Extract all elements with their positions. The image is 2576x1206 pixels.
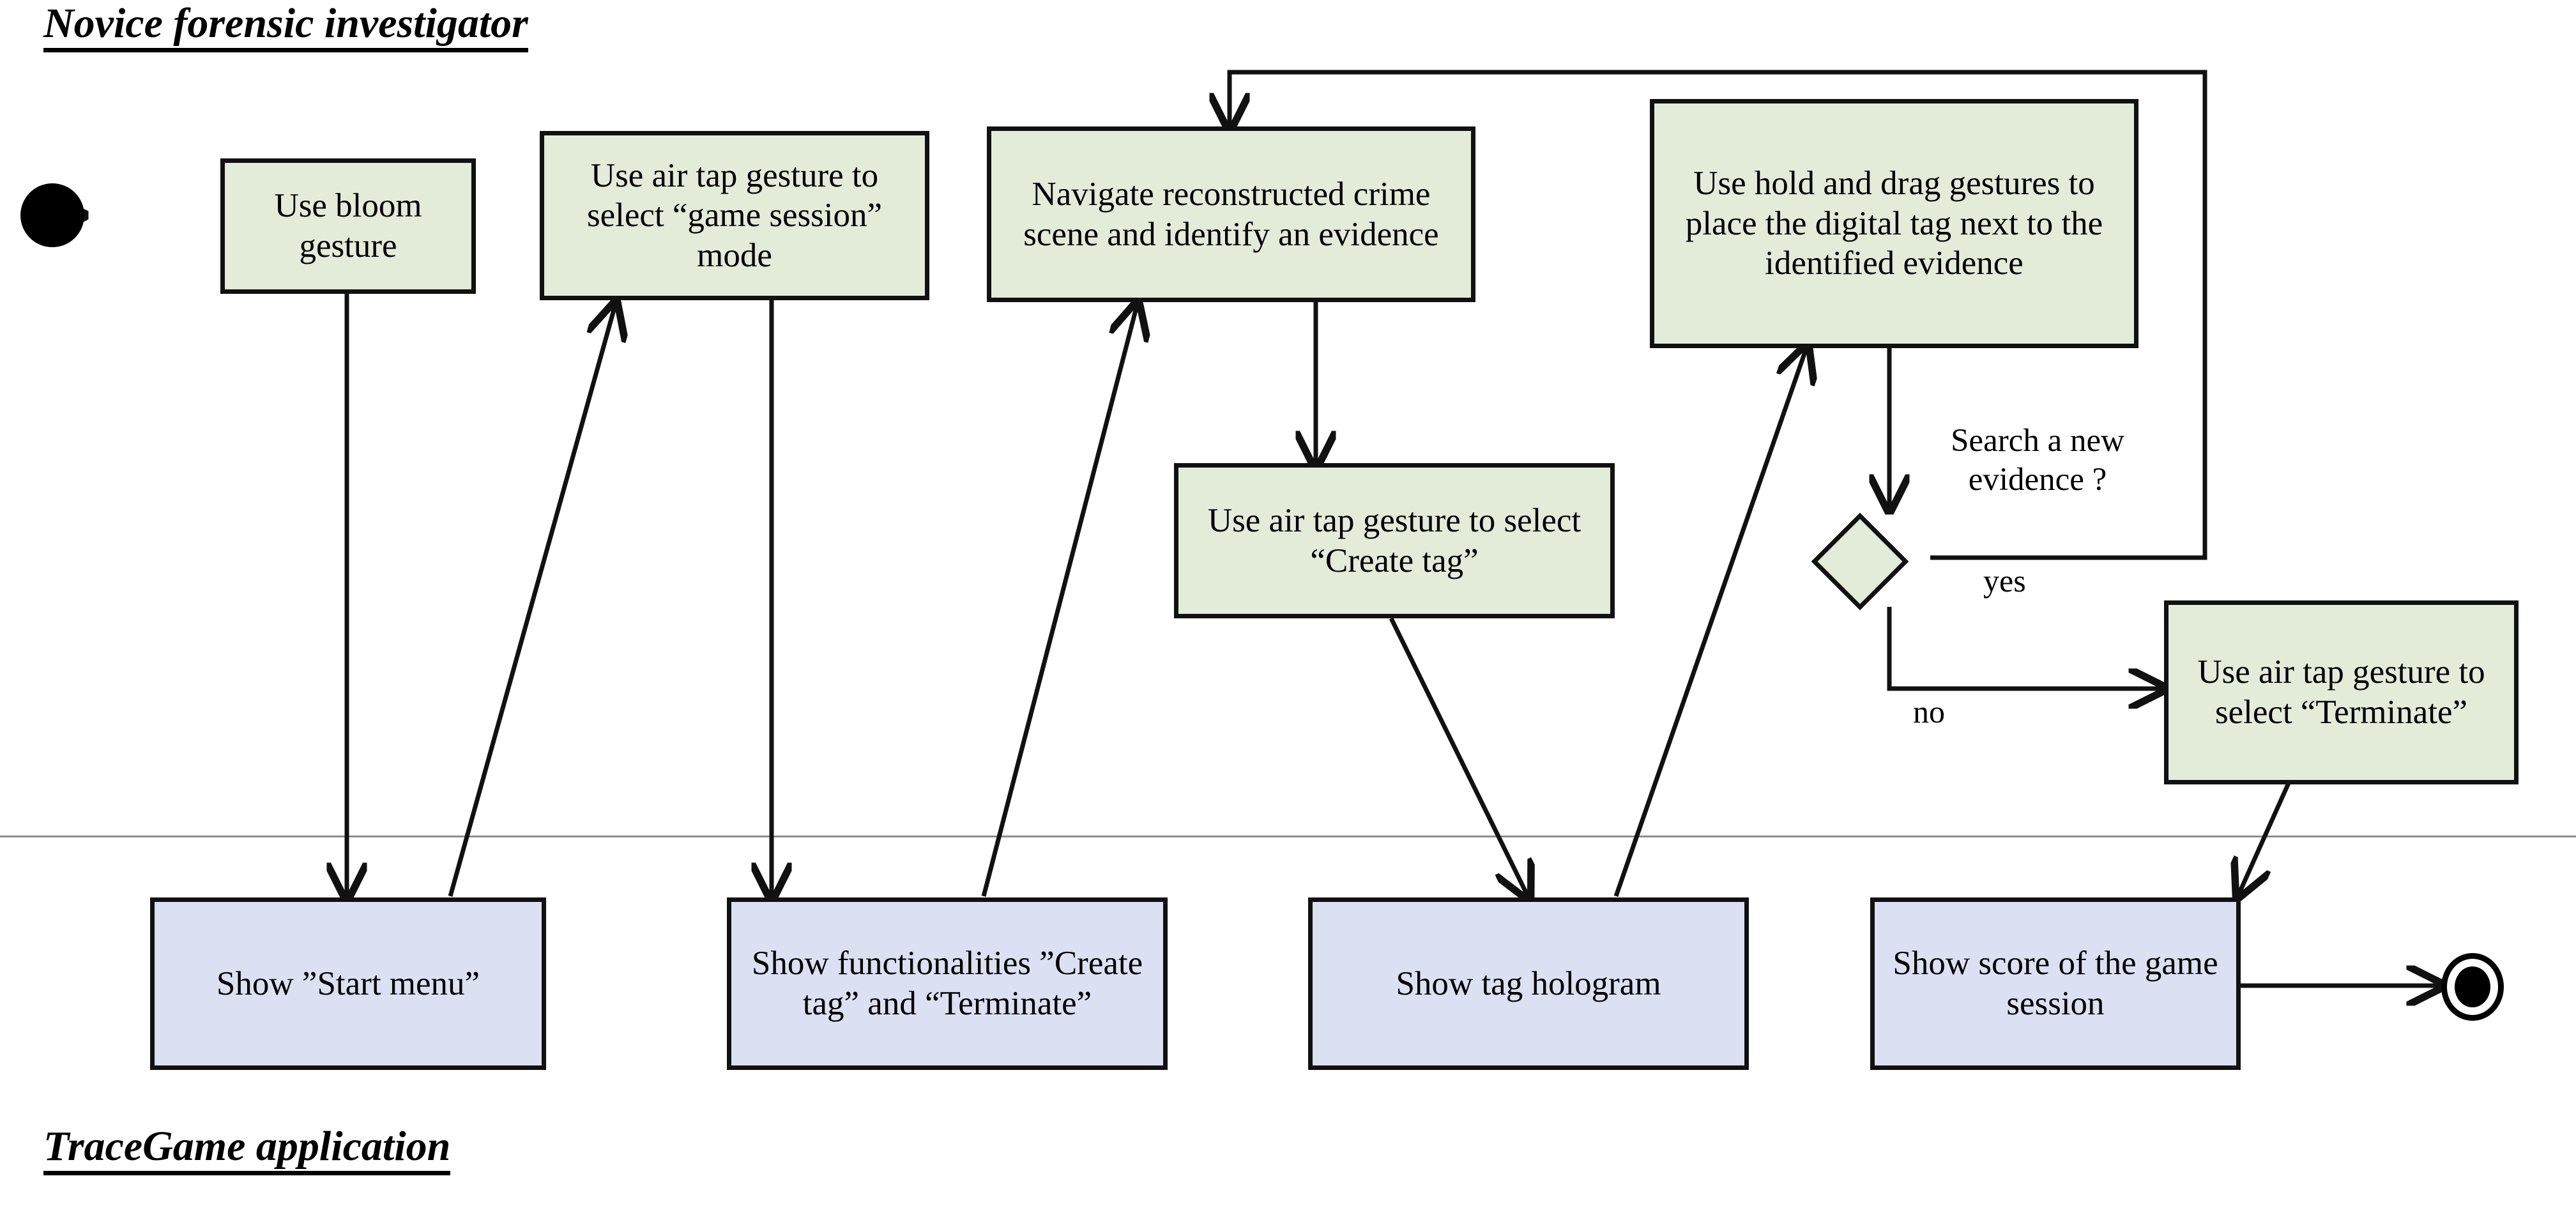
edge-createtag-to-hologram bbox=[1389, 617, 1528, 896]
action-label: Use bloom gesture bbox=[274, 187, 422, 264]
lane-divider bbox=[0, 836, 2576, 837]
action-label: Use hold and drag gestures to place the … bbox=[1685, 165, 2103, 282]
action-label: Navigate reconstructed crime scene and i… bbox=[1023, 175, 1439, 253]
action-select-create-tag[interactable]: Use air tap gesture to select “Create ta… bbox=[1174, 463, 1615, 618]
action-navigate-crime-scene[interactable]: Navigate reconstructed crime scene and i… bbox=[987, 126, 1475, 302]
action-use-bloom-gesture[interactable]: Use bloom gesture bbox=[220, 158, 476, 294]
edge-terminate-to-score bbox=[2239, 782, 2291, 894]
action-label: Use air tap gesture to select “Create ta… bbox=[1207, 501, 1581, 579]
action-select-game-session[interactable]: Use air tap gesture to select “game sess… bbox=[540, 131, 929, 300]
guard-label-no: no bbox=[1913, 694, 1945, 729]
decision-question-label: Search a new evidence ? bbox=[1951, 423, 2124, 498]
action-show-start-menu[interactable]: Show ”Start menu” bbox=[150, 897, 546, 1070]
final-node bbox=[2441, 953, 2504, 1021]
edge-hologram-to-holddrag bbox=[1613, 348, 1806, 897]
edge-startmenu-to-gamesession bbox=[448, 305, 615, 897]
lane-title-system: TraceGame application bbox=[43, 1124, 451, 1176]
action-show-tag-hologram[interactable]: Show tag hologram bbox=[1308, 897, 1749, 1070]
edge-decision-no-to-terminate bbox=[1887, 607, 2162, 689]
action-select-terminate[interactable]: Use air tap gesture to select “Terminate… bbox=[2164, 600, 2519, 784]
action-label: Use air tap gesture to select “Terminate… bbox=[2197, 653, 2485, 731]
guard-label-yes: yes bbox=[1983, 563, 2026, 599]
lane-title-actor: Novice forensic investigator bbox=[43, 1, 528, 53]
edge-functionalities-to-navigate bbox=[981, 305, 1137, 897]
action-place-digital-tag[interactable]: Use hold and drag gestures to place the … bbox=[1650, 99, 2138, 348]
action-show-score[interactable]: Show score of the game session bbox=[1870, 897, 2241, 1070]
action-label: Show functionalities ”Create tag” and “T… bbox=[751, 945, 1143, 1022]
action-label: Show score of the game session bbox=[1893, 945, 2218, 1022]
action-label: Use air tap gesture to select “game sess… bbox=[586, 156, 883, 274]
action-label: Show ”Start menu” bbox=[216, 965, 480, 1002]
action-show-functionalities[interactable]: Show functionalities ”Create tag” and “T… bbox=[727, 897, 1168, 1070]
decision-search-new-evidence[interactable] bbox=[1811, 512, 1909, 611]
final-node-core bbox=[2455, 966, 2490, 1007]
initial-node bbox=[20, 183, 84, 247]
action-label: Show tag hologram bbox=[1396, 965, 1661, 1002]
